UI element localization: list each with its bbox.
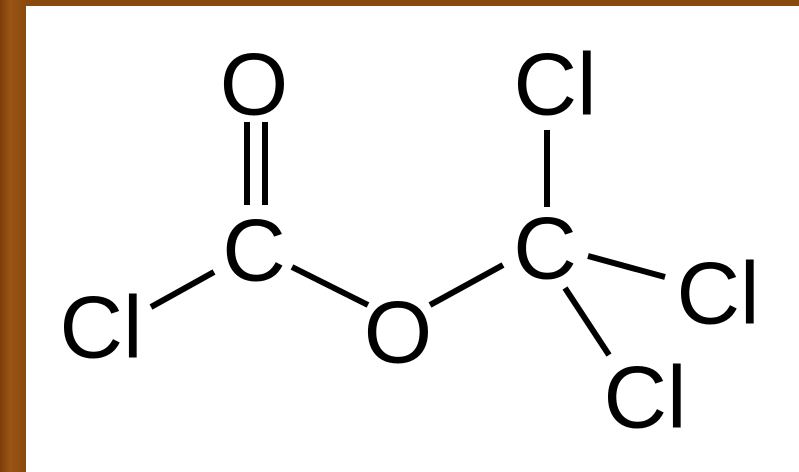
bond-cl-c <box>149 269 216 310</box>
atom-chlorine-bottom: Cl <box>603 348 686 447</box>
diagram-panel <box>26 0 799 472</box>
atom-chlorine-acyl: Cl <box>59 278 142 377</box>
bond-c-cl-right <box>587 253 666 280</box>
atom-oxygen-ester: O <box>364 283 432 382</box>
atom-carbon-carbonyl: C <box>222 201 286 300</box>
bond-c-o <box>290 264 370 308</box>
atom-carbon-trichloromethyl: C <box>513 199 577 298</box>
atom-oxygen-carbonyl: O <box>220 35 288 134</box>
bond-c-cl-bottom <box>562 286 612 357</box>
bond-o-c <box>428 262 505 308</box>
atom-chlorine-right: Cl <box>676 244 759 343</box>
atom-chlorine-top: Cl <box>513 35 596 134</box>
